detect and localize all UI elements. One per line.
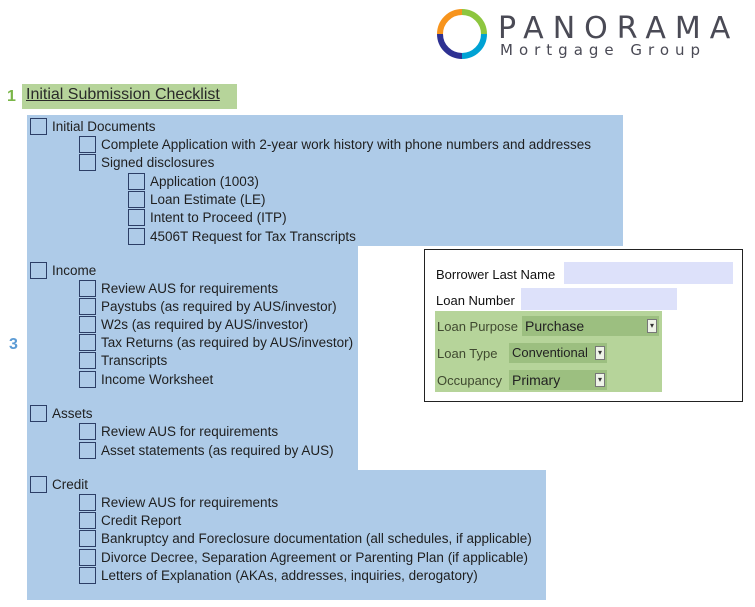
- item-label: Transcripts: [101, 353, 168, 368]
- dropdown-arrow-icon[interactable]: ▾: [595, 373, 605, 387]
- logo-name: PANORAMA: [498, 11, 740, 46]
- checkbox[interactable]: [79, 442, 96, 459]
- item-label: Divorce Decree, Separation Agreement or …: [101, 550, 528, 565]
- checklist-area-credit: [27, 470, 546, 600]
- item-label: Credit Report: [101, 513, 182, 528]
- section-label: Credit: [52, 477, 89, 492]
- loan-purpose-label: Loan Purpose: [437, 319, 518, 334]
- checkbox[interactable]: [79, 334, 96, 351]
- checkbox[interactable]: [79, 280, 96, 297]
- loan-type-value: Conventional: [512, 345, 588, 360]
- loan-type-select[interactable]: Conventional ▾: [509, 343, 607, 363]
- item-label: Review AUS for requirements: [101, 281, 279, 296]
- occupancy-select[interactable]: Primary ▾: [509, 370, 607, 390]
- loan-number-input[interactable]: [521, 288, 677, 310]
- checkbox[interactable]: [79, 549, 96, 566]
- checklist-area-initial: [27, 115, 623, 246]
- checkbox[interactable]: [79, 298, 96, 315]
- item-label: Asset statements (as required by AUS): [101, 443, 334, 458]
- section-label: Income: [52, 263, 97, 278]
- checkbox[interactable]: [128, 173, 145, 190]
- section-label: Assets: [52, 406, 93, 421]
- checkbox[interactable]: [128, 191, 145, 208]
- item-label: Review AUS for requirements: [101, 424, 279, 439]
- borrower-last-name-label: Borrower Last Name: [436, 267, 556, 282]
- loan-info-form: Borrower Last Name Loan Number Loan Purp…: [424, 249, 743, 402]
- section-label: Initial Documents: [52, 119, 156, 134]
- dropdown-arrow-icon[interactable]: ▾: [647, 319, 657, 333]
- item-label: Bankruptcy and Foreclosure documentation…: [101, 531, 532, 546]
- checkbox[interactable]: [30, 476, 47, 493]
- logo-ring-icon: [437, 9, 487, 59]
- checkbox[interactable]: [30, 118, 47, 135]
- checkbox[interactable]: [30, 405, 47, 422]
- marker-1: 1: [7, 88, 16, 105]
- title-highlight: Initial Submission Checklist: [22, 84, 237, 109]
- checkbox[interactable]: [79, 567, 96, 584]
- item-label: Review AUS for requirements: [101, 495, 279, 510]
- checkbox[interactable]: [79, 352, 96, 369]
- item-label: 4506T Request for Tax Transcripts: [150, 229, 356, 244]
- checkbox[interactable]: [79, 136, 96, 153]
- loan-type-label: Loan Type: [437, 346, 498, 361]
- checkbox[interactable]: [30, 262, 47, 279]
- page-title: Initial Submission Checklist: [26, 86, 220, 103]
- panorama-logo: PANORAMA Mortgage Group: [436, 8, 736, 60]
- item-label: Complete Application with 2-year work hi…: [101, 137, 592, 152]
- item-label: Application (1003): [150, 174, 259, 189]
- logo-subtitle: Mortgage Group: [500, 41, 707, 59]
- checkbox[interactable]: [79, 316, 96, 333]
- checkbox[interactable]: [128, 209, 145, 226]
- checkbox[interactable]: [79, 494, 96, 511]
- checkbox[interactable]: [128, 228, 145, 245]
- occupancy-label: Occupancy: [437, 373, 503, 388]
- marker-3: 3: [9, 336, 18, 353]
- item-label: Loan Estimate (LE): [150, 192, 266, 207]
- item-label: W2s (as required by AUS/investor): [101, 317, 309, 332]
- checkbox[interactable]: [79, 371, 96, 388]
- checkbox[interactable]: [79, 154, 96, 171]
- checkbox[interactable]: [79, 423, 96, 440]
- item-label: Signed disclosures: [101, 155, 215, 170]
- loan-number-label: Loan Number: [436, 293, 515, 308]
- item-label: Tax Returns (as required by AUS/investor…: [101, 335, 354, 350]
- loan-purpose-value: Purchase: [525, 318, 585, 334]
- item-label: Paystubs (as required by AUS/investor): [101, 299, 337, 314]
- dropdown-arrow-icon[interactable]: ▾: [595, 346, 605, 360]
- occupancy-value: Primary: [512, 372, 561, 388]
- checkbox[interactable]: [79, 512, 96, 529]
- item-label: Intent to Proceed (ITP): [150, 210, 287, 225]
- item-label: Income Worksheet: [101, 372, 214, 387]
- loan-purpose-select[interactable]: Purchase ▾: [522, 316, 659, 336]
- borrower-last-name-input[interactable]: [564, 262, 733, 284]
- item-label: Letters of Explanation (AKAs, addresses,…: [101, 568, 478, 583]
- checkbox[interactable]: [79, 530, 96, 547]
